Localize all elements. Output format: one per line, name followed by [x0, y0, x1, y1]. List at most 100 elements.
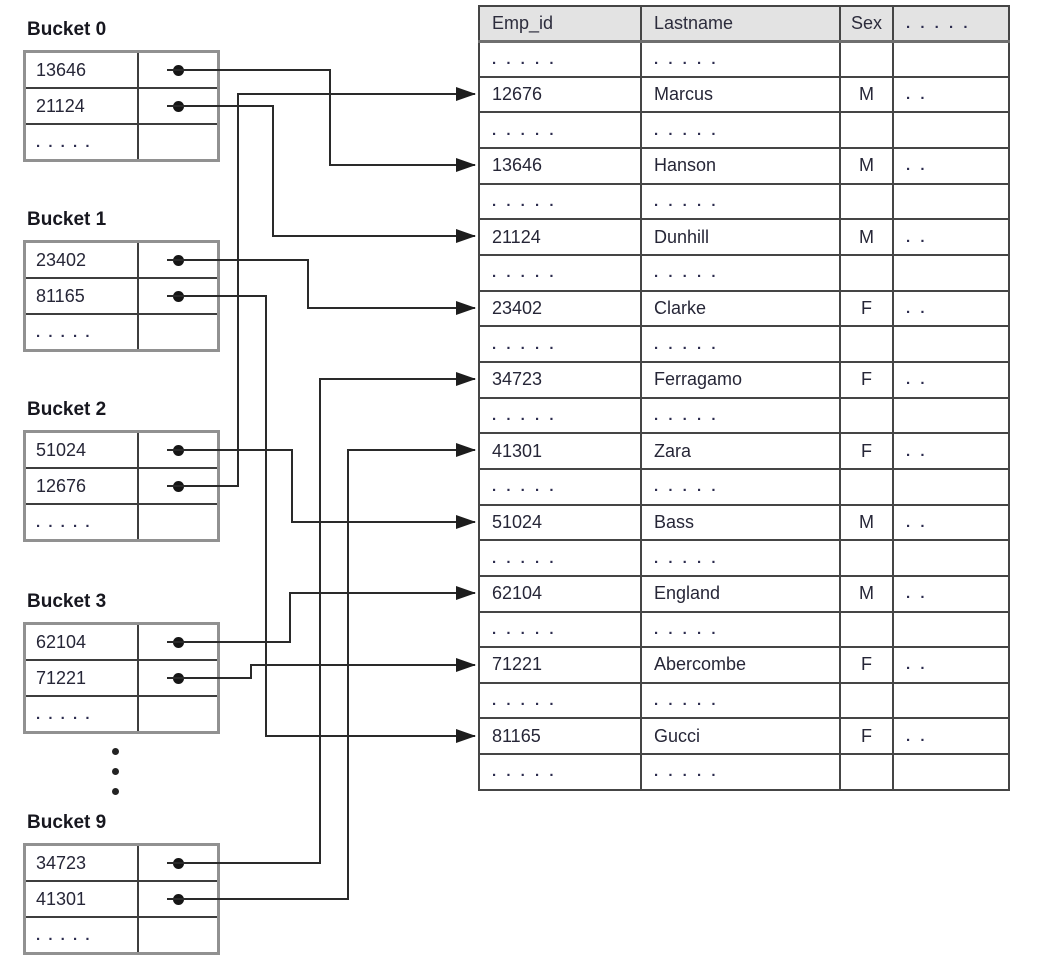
table-cell: M — [839, 218, 894, 256]
bucket-entry-row: 21124 — [23, 87, 220, 125]
table-cell: 13646 — [478, 146, 642, 185]
bucket-entry-value: 23402 — [23, 240, 139, 279]
table-cell — [892, 681, 1010, 720]
bucket-entry-row: 23402 — [23, 240, 220, 279]
bucket-0-table: 13646 21124 . . . . . — [23, 50, 220, 162]
table-cell — [892, 111, 1010, 149]
bucket-3-table: 62104 71221 . . . . . — [23, 622, 220, 734]
column-header: . . . . . — [892, 5, 1010, 43]
table-cell — [892, 610, 1010, 649]
table-cell: . . . . . — [640, 111, 841, 149]
table-cell: 51024 — [478, 503, 642, 542]
table-cell: Gucci — [640, 717, 841, 756]
table-cell — [839, 253, 894, 292]
table-cell: F — [839, 289, 894, 328]
table-cell: 21124 — [478, 218, 642, 256]
table-cell: F — [839, 432, 894, 470]
table-cell — [892, 40, 1010, 78]
bucket-entry-value: 81165 — [23, 277, 139, 315]
table-cell: . . . . . — [478, 467, 642, 506]
bucket-3-label: Bucket 3 — [27, 591, 107, 612]
table-cell — [839, 182, 894, 221]
bucket-entry-value: 62104 — [23, 622, 139, 661]
bucket-entry-row: 81165 — [23, 277, 220, 315]
table-cell: . . . . . — [640, 610, 841, 649]
table-cell: . . — [892, 432, 1010, 470]
bucket-pointer-cell — [137, 50, 220, 89]
bucket-pointer-cell — [137, 843, 220, 882]
table-cell — [839, 610, 894, 649]
table-cell: 23402 — [478, 289, 642, 328]
bucket-overflow-dots: . . . . . — [23, 503, 139, 542]
pointer-dot-icon — [172, 857, 184, 869]
table-cell: F — [839, 360, 894, 399]
table-cell: F — [839, 717, 894, 756]
bucket-pointer-cell — [137, 240, 220, 279]
table-cell: . . . . . — [478, 753, 642, 791]
table-cell: 81165 — [478, 717, 642, 756]
column-header: Lastname — [640, 5, 841, 43]
bucket-pointer-cell — [137, 659, 220, 697]
pointer-dot-icon — [172, 100, 184, 112]
table-cell: . . . . . — [478, 396, 642, 435]
table-cell: M — [839, 503, 894, 542]
table-cell: . . — [892, 503, 1010, 542]
table-cell: Dunhill — [640, 218, 841, 256]
bucket-entry-value: 41301 — [23, 880, 139, 918]
table-cell: Zara — [640, 432, 841, 470]
table-cell: . . . . . — [478, 40, 642, 78]
table-cell: . . . . . — [478, 253, 642, 292]
bucket-entry-row: 41301 — [23, 880, 220, 918]
pointer-dot-icon — [172, 893, 184, 905]
table-cell — [892, 325, 1010, 363]
bucket-entry-row: 34723 — [23, 843, 220, 882]
table-cell: . . — [892, 574, 1010, 613]
bucket-9-label: Bucket 9 — [27, 812, 107, 833]
ellipsis-row: . . . . .. . . . . — [478, 40, 1010, 78]
bucket-pointer-cell — [137, 880, 220, 918]
table-cell — [892, 539, 1010, 577]
ellipsis-row: . . . . .. . . . . — [478, 253, 1010, 292]
table-cell: 71221 — [478, 646, 642, 684]
bucket-pointer-cell — [137, 467, 220, 505]
table-cell: Marcus — [640, 75, 841, 114]
table-cell: 12676 — [478, 75, 642, 114]
bucket-overflow-row: . . . . . — [23, 916, 220, 955]
bucket-1-table: 23402 81165 . . . . . — [23, 240, 220, 352]
table-cell: Bass — [640, 503, 841, 542]
table-cell: M — [839, 75, 894, 114]
table-cell: . . . . . — [640, 253, 841, 292]
pointer-dot-icon — [172, 444, 184, 456]
column-header: Sex — [839, 5, 894, 43]
table-cell: . . . . . — [640, 467, 841, 506]
table-cell: . . — [892, 360, 1010, 399]
bucket-0: Bucket 0 13646 21124 . . . . . — [23, 18, 220, 162]
table-cell: Abercombe — [640, 646, 841, 684]
bucket-1: Bucket 1 23402 81165 . . . . . — [23, 208, 220, 352]
bucket-entry-value: 13646 — [23, 50, 139, 89]
table-cell — [839, 681, 894, 720]
table-cell: . . . . . — [478, 610, 642, 649]
vertical-ellipsis-icon — [112, 748, 119, 808]
pointer-dot-icon — [172, 480, 184, 492]
table-cell: . . . . . — [640, 539, 841, 577]
bucket-overflow-dots: . . . . . — [23, 916, 139, 955]
table-cell — [892, 753, 1010, 791]
bucket-entry-row: 13646 — [23, 50, 220, 89]
bucket-9-table: 34723 41301 . . . . . — [23, 843, 220, 955]
ellipsis-row: . . . . .. . . . . — [478, 467, 1010, 506]
bucket-overflow-dots: . . . . . — [23, 695, 139, 734]
bucket-entry-value: 12676 — [23, 467, 139, 505]
column-header: Emp_id — [478, 5, 642, 43]
